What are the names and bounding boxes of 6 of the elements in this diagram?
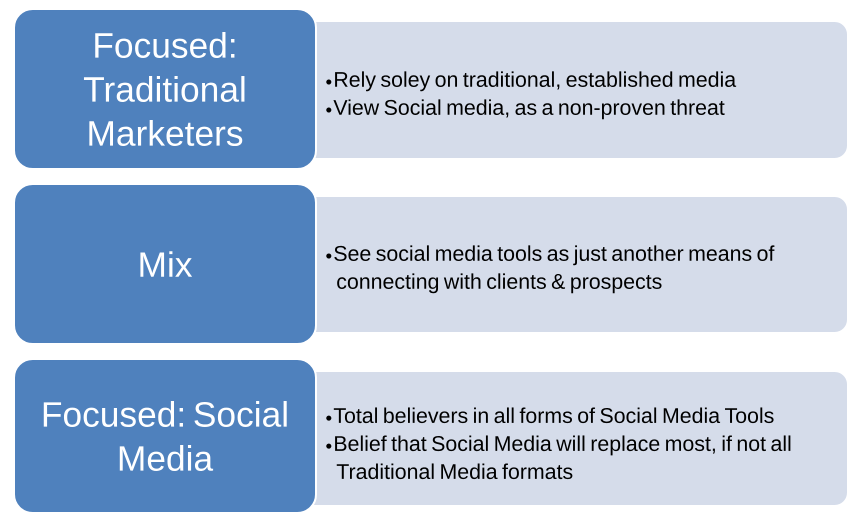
category-box: Mix xyxy=(13,183,317,345)
bullet-box: See social media tools as just another means of connecting with clients & prospects xyxy=(300,195,849,334)
category-box: Focused: Social Media xyxy=(13,358,317,514)
bullet-box: Total believers in all forms of Social Media Tools Belief that Social Media will replace most, if not all Traditional Media formats xyxy=(300,370,849,507)
bullet-box: Rely soley on traditional, established media View Social media, as a non-proven threat xyxy=(300,20,849,160)
category-box: Focused: Traditional Marketers xyxy=(13,8,317,170)
